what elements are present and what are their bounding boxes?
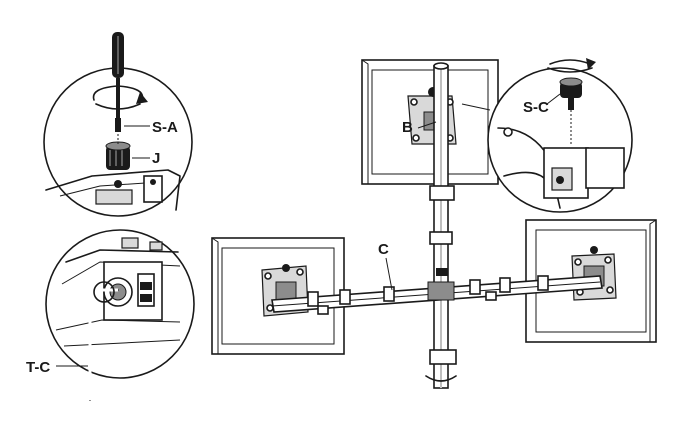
crossbar-arm [271,275,603,315]
label-s-a: S-A [152,119,178,136]
label-c: C [378,241,389,258]
detail-screwdriver-circle [43,67,193,217]
knob-j [105,141,131,170]
mounting-pole [425,62,457,389]
label-b: B [402,119,413,136]
label-t-c: T-C [26,359,50,376]
label-j: J [152,150,160,167]
knob-sc-icon [547,58,596,110]
detail-hexkey-circle [45,229,195,379]
hex-key-icon [88,281,119,401]
leader-lines [56,93,561,367]
label-s-c: S-C [523,99,549,116]
top-monitor [361,59,499,185]
screwdriver-icon [112,32,124,118]
detail-knob-circle [487,67,633,213]
